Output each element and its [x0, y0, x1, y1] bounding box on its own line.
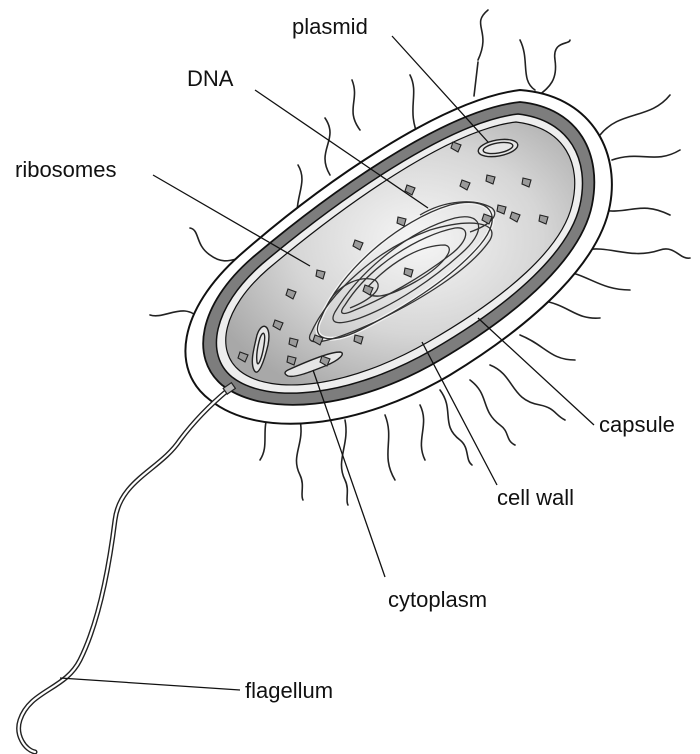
label-plasmid: plasmid [292, 14, 368, 39]
label-dna: DNA [187, 66, 234, 91]
label-ribosomes: ribosomes [15, 157, 116, 182]
label-flagellum: flagellum [245, 678, 333, 703]
label-cell-wall: cell wall [497, 485, 574, 510]
label-cytoplasm: cytoplasm [388, 587, 487, 612]
flagellum [19, 383, 236, 752]
label-capsule: capsule [599, 412, 675, 437]
